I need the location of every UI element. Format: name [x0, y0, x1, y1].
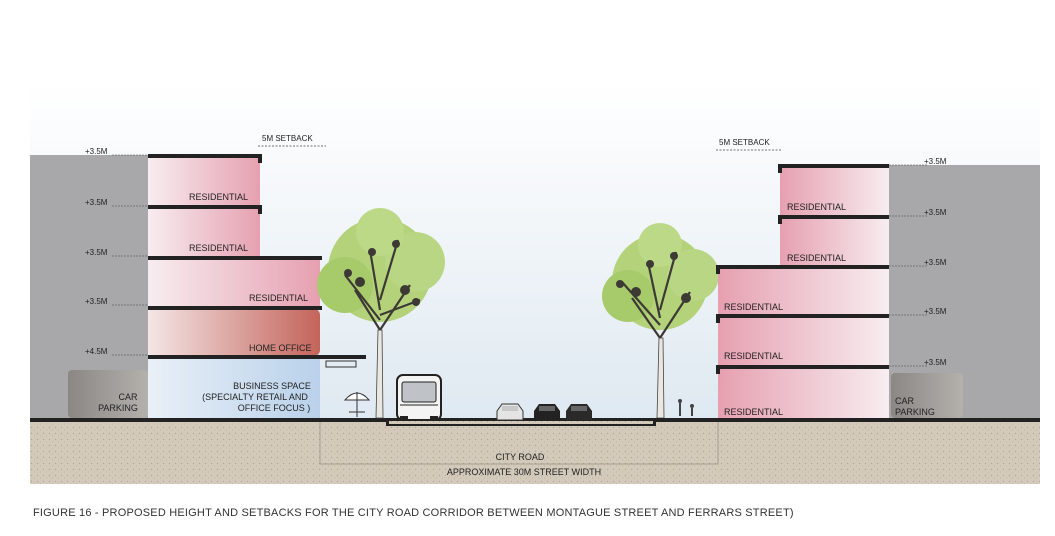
- home-office-label: HOME OFFICE: [249, 343, 312, 353]
- left-home-office-fill: [148, 309, 320, 356]
- left-dim-label: +3.5M: [85, 297, 108, 306]
- right-residential-middle: [718, 269, 889, 314]
- figure-caption: FIGURE 16 - PROPOSED HEIGHT AND SETBACKS…: [33, 507, 794, 519]
- right-setback-label: 5M SETBACK: [719, 138, 770, 147]
- left-residential-upper-2: [148, 208, 260, 256]
- right-slab: [716, 265, 720, 274]
- left-residential-upper-1: [148, 157, 260, 205]
- right-dim-label: +3.5M: [924, 157, 947, 166]
- left-dim-label: +3.5M: [85, 198, 108, 207]
- business-space-label: OFFICE FOCUS ): [238, 403, 311, 413]
- right-dim-label: +3.5M: [924, 307, 947, 316]
- cafe-umbrella-icon: [343, 392, 371, 417]
- right-residential-ground: [718, 369, 889, 418]
- right-slab: [716, 265, 889, 269]
- left-awning: [325, 360, 357, 368]
- right-residential-label: RESIDENTIAL: [724, 407, 783, 417]
- left-dim-label: +3.5M: [85, 248, 108, 257]
- business-space-label: (SPECIALTY RETAIL AND: [202, 392, 308, 402]
- pedestrians-icon: [678, 399, 694, 416]
- left-dim-label: +4.5M: [85, 347, 108, 356]
- right-dim-label: +3.5M: [924, 258, 947, 267]
- car-icon: [566, 404, 592, 420]
- right-slab: [716, 365, 720, 374]
- right-dim-label: +3.5M: [924, 358, 947, 367]
- right-slab: [716, 314, 889, 318]
- bus-icon: [396, 374, 442, 421]
- left-residential-label: RESIDENTIAL: [189, 243, 248, 253]
- left-residential-label: RESIDENTIAL: [249, 293, 308, 303]
- right-residential-label: RESIDENTIAL: [724, 351, 783, 361]
- car-icon: [534, 404, 560, 420]
- car-icon: [496, 403, 524, 421]
- left-car-parking-label: CAR: [118, 392, 138, 402]
- left-car-parking-label: PARKING: [98, 403, 138, 413]
- business-space-label: BUSINESS SPACE: [233, 381, 311, 391]
- right-street-tree-icon: [602, 223, 719, 419]
- right-residential-upper-2: [780, 219, 889, 265]
- right-residential-lower: [718, 318, 889, 365]
- right-residential-label: RESIDENTIAL: [787, 253, 846, 263]
- left-ground-slab: [30, 418, 386, 422]
- right-slab: [716, 365, 889, 369]
- left-slab: [258, 154, 262, 163]
- right-slab: [778, 164, 889, 168]
- left-slab: [148, 355, 366, 359]
- right-residential-upper-1: [780, 168, 889, 215]
- left-slab: [148, 306, 322, 310]
- left-business-space-fill: [148, 359, 320, 418]
- right-car-parking-label: CAR: [895, 396, 915, 406]
- left-car-parking-box: [68, 370, 148, 418]
- ground: [30, 420, 1040, 484]
- street-width-label: APPROXIMATE 30M STREET WIDTH: [447, 467, 601, 477]
- left-slab: [148, 256, 322, 260]
- left-setback-label: 5M SETBACK: [262, 134, 313, 143]
- road-name-label: CITY ROAD: [496, 452, 545, 462]
- road-kerb: [653, 418, 656, 426]
- road-surface: [386, 424, 656, 426]
- right-dim-label: +3.5M: [924, 208, 947, 217]
- left-dim-label: +3.5M: [85, 147, 108, 156]
- right-car-parking-label: PARKING: [895, 407, 935, 417]
- left-residential-label: RESIDENTIAL: [189, 192, 248, 202]
- left-residential-middle: [148, 259, 320, 306]
- right-slab: [778, 164, 782, 173]
- left-slab: [148, 205, 262, 209]
- right-slab: [778, 215, 889, 219]
- left-street-tree-icon: [317, 208, 445, 419]
- right-slab: [778, 215, 782, 224]
- road-kerb: [386, 418, 389, 426]
- right-slab: [716, 314, 720, 323]
- left-slab: [148, 154, 262, 158]
- right-ground-slab: [656, 418, 1040, 422]
- right-residential-label: RESIDENTIAL: [724, 302, 783, 312]
- left-slab: [258, 205, 262, 214]
- right-residential-label: RESIDENTIAL: [787, 202, 846, 212]
- right-car-parking-box: [891, 373, 963, 418]
